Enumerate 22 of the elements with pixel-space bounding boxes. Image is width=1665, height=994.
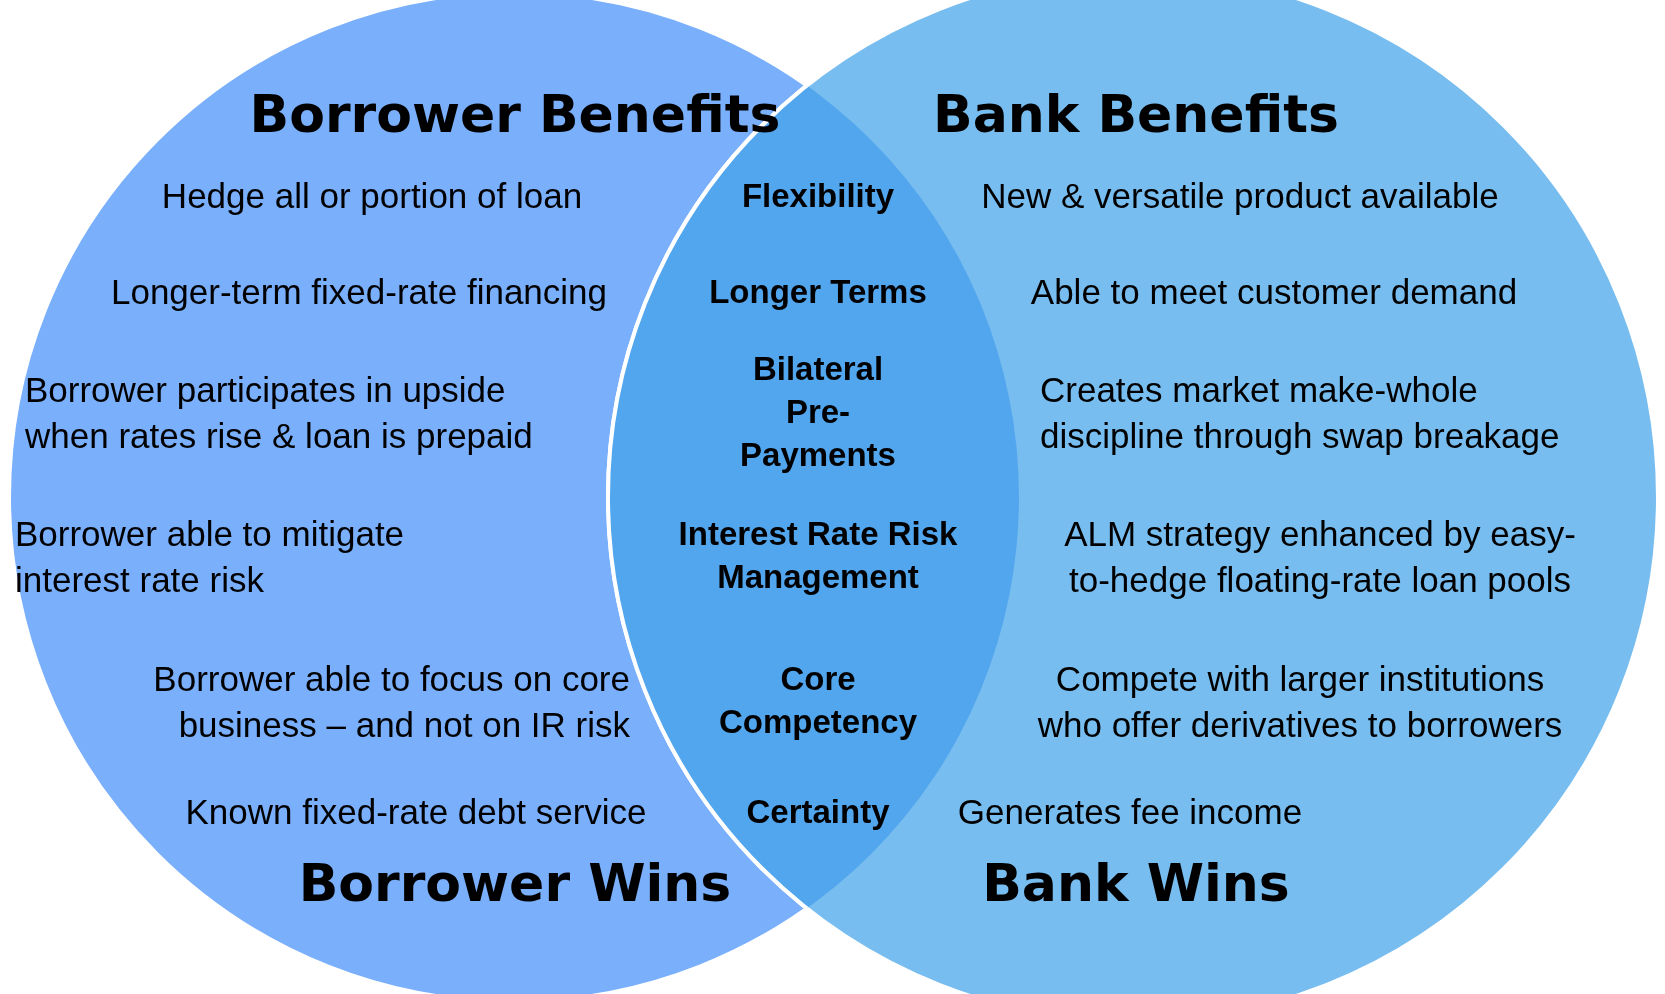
shared-benefit-label: Certainty bbox=[746, 791, 890, 832]
benefit-text: Borrower participates in upside when rates rise & loan is prepaid bbox=[25, 368, 534, 457]
shared-benefit-label: Core Competency bbox=[717, 659, 919, 742]
benefit-text: ALM strategy enhanced by easy-to-hedge floating-rate loan pools bbox=[1063, 512, 1577, 601]
shared-benefit-label: Flexibility bbox=[741, 175, 895, 216]
shared-benefit-label: Longer Terms bbox=[709, 271, 927, 312]
benefit-text: Known fixed-rate debt service bbox=[185, 791, 647, 834]
benefit-text: Hedge all or portion of loan bbox=[161, 175, 583, 218]
benefit-text: Borrower able to mitigate interest rate risk bbox=[15, 512, 406, 600]
benefit-text: New & versatile product available bbox=[981, 175, 1499, 218]
benefit-text: Generates fee income bbox=[957, 791, 1303, 834]
circle-footer-title: Borrower Wins bbox=[298, 852, 732, 916]
shared-benefit-label: Bilateral Pre-Payments bbox=[739, 348, 897, 475]
benefit-text: Able to meet customer demand bbox=[1030, 271, 1518, 314]
benefit-text: Creates market make-whole discipline through swap breakage bbox=[1040, 368, 1561, 457]
shared-benefit-label: Interest Rate Risk Management bbox=[677, 514, 959, 597]
benefit-text: Longer-term fixed-rate financing bbox=[110, 271, 608, 314]
benefit-text: Borrower able to focus on core business – and not on IR risk bbox=[152, 657, 630, 745]
benefit-text: Compete with larger institutions who offer derivatives to borrowers bbox=[1036, 657, 1564, 745]
circle-heading: Borrower Benefits bbox=[249, 83, 781, 147]
circle-heading: Bank Benefits bbox=[933, 83, 1339, 147]
circle-footer-title: Bank Wins bbox=[982, 852, 1290, 916]
